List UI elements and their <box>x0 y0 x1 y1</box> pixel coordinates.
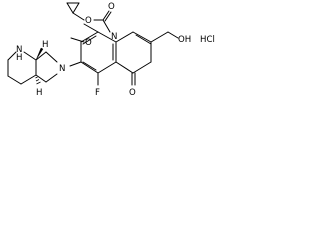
pyridinone-ring <box>115 31 152 74</box>
carbonyl-oxygen-label: O <box>108 2 115 12</box>
stereo-h-bottom-label: H <box>36 88 42 98</box>
stereo-wedge-top <box>35 47 44 61</box>
stereo-h-top-label: H <box>42 40 48 50</box>
hydroxyl-label: OH <box>178 35 191 45</box>
fluorine-label: F <box>95 88 100 98</box>
piperidine-nitrogen-label: N <box>16 45 22 55</box>
benzo-ring <box>80 31 117 74</box>
cyclopropyl-ring <box>66 2 85 21</box>
pyrrolidine-nitrogen-label: N <box>59 64 65 74</box>
piperidine-h-label: H <box>16 53 22 63</box>
ketone-oxygen-label: O <box>129 88 136 98</box>
methoxy-oxygen-label: O <box>85 38 92 48</box>
stereo-hash-bottom <box>35 76 41 85</box>
ring-nitrogen-label: N <box>111 32 117 42</box>
hydrochloride-label: HCl <box>200 35 215 45</box>
methoxy-bonds <box>70 23 99 43</box>
chemical-structure: O O N O OH O F N N H H H HCl <box>0 0 220 131</box>
pyrrolidine-ring <box>35 51 58 83</box>
pyrrolidine-link <box>69 61 82 67</box>
ester-oxygen-label: O <box>85 16 92 26</box>
hydroxymethyl-bonds <box>150 31 179 43</box>
piperidine-ring <box>7 51 37 85</box>
ketone-bonds <box>131 72 136 86</box>
carbamate-bonds <box>93 10 112 33</box>
